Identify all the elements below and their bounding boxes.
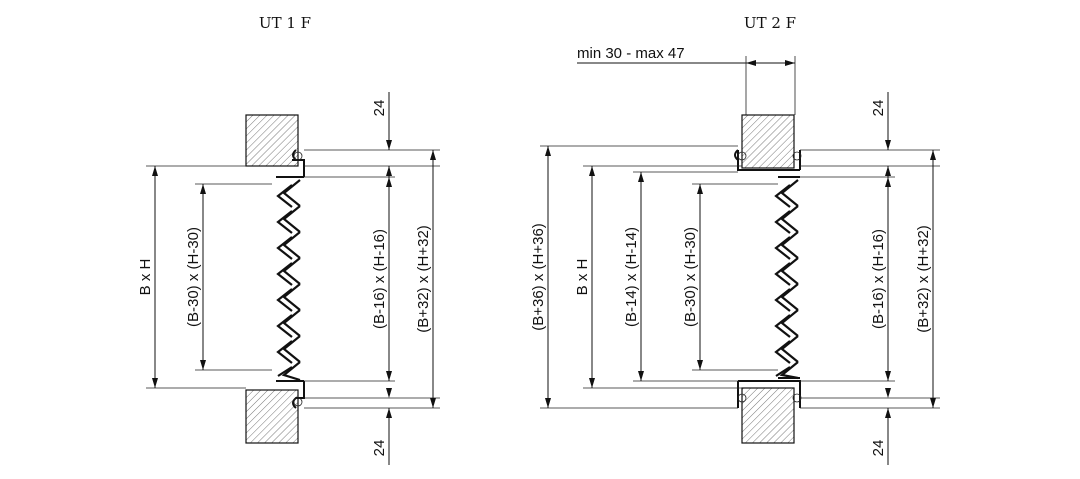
- frame-bottom-seal: [293, 397, 303, 407]
- frame-top: [734, 149, 801, 178]
- dim-bxh-right: B x H: [574, 259, 591, 296]
- title-ut2f: UT 2 F: [744, 14, 796, 32]
- dim-bxh-left: B x H: [137, 259, 154, 296]
- dim-b30-left: (B-30) x (H-30): [185, 227, 202, 327]
- louver-blades-inner: [774, 184, 791, 377]
- wall-top: [741, 114, 795, 169]
- louver-blades: [281, 179, 301, 382]
- frame-top-seal-right: [792, 151, 802, 161]
- dim-b16-right: (B-16) x (H-16): [870, 229, 887, 329]
- louver-blades: [779, 179, 799, 380]
- dim-b32-right: (B+32) x (H+32): [915, 225, 932, 333]
- dim-b14-right: (B-14) x (H-14): [623, 227, 640, 327]
- wall-bottom: [245, 389, 299, 444]
- frame-bottom: [276, 380, 305, 409]
- dim-b32-left: (B+32) x (H+32): [415, 225, 432, 333]
- dim-b30-right: (B-30) x (H-30): [682, 227, 699, 327]
- drawing-ut2f: UT 2 F min 30 - max 47 (B+36) x (H+36) B…: [530, 14, 940, 465]
- drawing-ut1f: UT 1 F B x H (B-30) x (H-30) (B-16) x (H…: [137, 14, 440, 465]
- louver-blades-inner: [276, 184, 293, 377]
- frame-top-seal-left: [737, 151, 747, 161]
- title-ut1f: UT 1 F: [259, 14, 311, 32]
- frame-bottom-seal-left: [737, 393, 747, 403]
- dim-24-top-left: 24: [371, 100, 388, 117]
- extension-lines-right: [540, 145, 940, 409]
- dim-24-bottom-right: 24: [870, 440, 887, 457]
- dim-24-top-right: 24: [870, 100, 887, 117]
- dim-b36-right: (B+36) x (H+36): [530, 223, 547, 331]
- dim-24-bottom-left: 24: [371, 440, 388, 457]
- dim-wall-range: min 30 - max 47: [577, 45, 685, 62]
- dim-b16-left: (B-16) x (H-16): [371, 229, 388, 329]
- extension-lines-left: [146, 149, 440, 409]
- wall-top: [245, 114, 299, 167]
- frame-top-seal: [293, 151, 303, 161]
- wall-bottom: [741, 387, 795, 444]
